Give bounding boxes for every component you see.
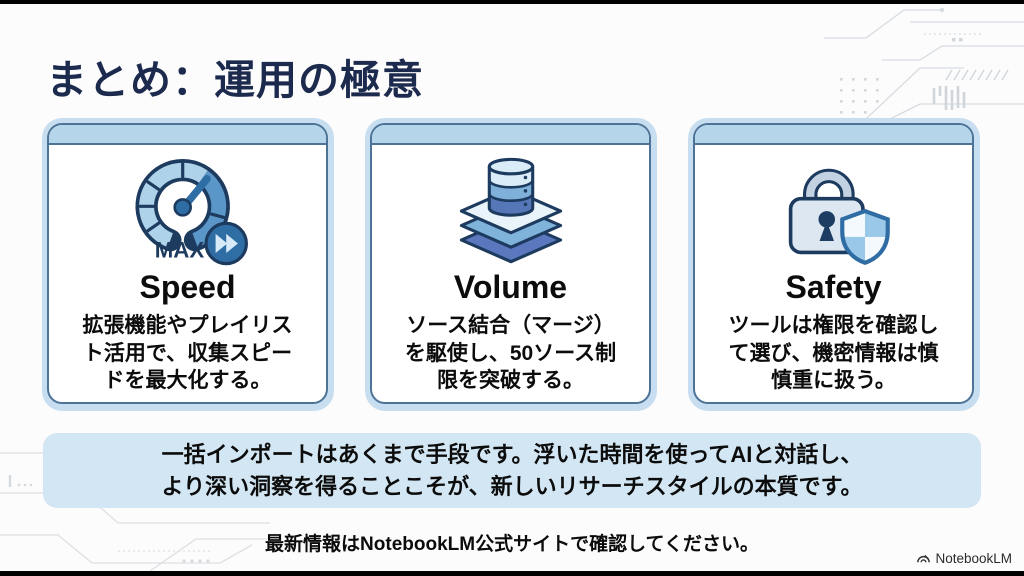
card-body-line: を駆使し、50ソース制 (404, 341, 617, 365)
card-body-line: ト活用で、収集スピー (82, 341, 293, 365)
notebooklm-brand: NotebookLM (916, 551, 1012, 566)
banner-line-2: より深い洞察を得ることこそが、新しいリサーチスタイルの本質です。 (161, 473, 863, 499)
card-header-strip (372, 125, 649, 145)
card-body-line: ツールは権限を確認し (728, 313, 939, 337)
summary-banner: 一括インポートはあくまで手段です。浮いた時間を使ってAIと対話し、 より深い洞察… (43, 433, 981, 508)
cards-row: MAX Speed 拡張機能やプレイリス ト活用で、収集スピー ドを最大化する。 (42, 118, 980, 411)
card-body-volume: ソース結合（マージ） を駆使し、50ソース制 限を突破する。 (405, 312, 616, 396)
card-volume: Volume ソース結合（マージ） を駆使し、50ソース制 限を突破する。 (365, 118, 657, 411)
letterbox-top (0, 0, 1024, 4)
circuit-decoration-top-right (824, 7, 1024, 132)
card-body-line: 限を突破する。 (437, 369, 584, 393)
letterbox-bottom (0, 571, 1024, 576)
card-body-line: ドを最大化する。 (103, 369, 272, 393)
card-title-safety: Safety (785, 269, 882, 305)
page-title: まとめ：運用の極意 (46, 57, 424, 103)
card-header-strip (49, 125, 326, 145)
notebooklm-logo-icon (917, 554, 931, 563)
brand-label: NotebookLM (935, 551, 1012, 566)
card-safety: Safety ツールは権限を確認し て選び、機密情報は慎 慎重に扱う。 (688, 118, 980, 411)
card-speed: MAX Speed 拡張機能やプレイリス ト活用で、収集スピー ドを最大化する。 (42, 118, 334, 411)
card-body-speed: 拡張機能やプレイリス ト活用で、収集スピー ドを最大化する。 (83, 312, 293, 396)
footer-note: 最新情報はNotebookLM公式サイトで確認してください。 (265, 534, 759, 555)
database-layers-icon (459, 157, 562, 263)
circuit-decoration-bottom-left (0, 452, 270, 571)
speedometer-max-icon: MAX (134, 158, 248, 265)
card-body-line: て選び、機密情報は慎 (728, 341, 939, 365)
max-label: MAX (154, 237, 204, 262)
lock-shield-icon (788, 168, 890, 265)
card-body-line: ソース結合（マージ） (406, 313, 615, 337)
card-body-safety: ツールは権限を確認し て選び、機密情報は慎 慎重に扱う。 (729, 312, 939, 396)
card-body-line: 拡張機能やプレイリス (82, 313, 293, 337)
banner-line-1: 一括インポートはあくまで手段です。浮いた時間を使ってAIと対話し、 (161, 442, 863, 468)
card-title-speed: Speed (139, 269, 236, 305)
card-body-line: 慎重に扱う。 (771, 369, 896, 393)
card-header-strip (695, 125, 972, 145)
card-title-volume: Volume (453, 269, 568, 305)
